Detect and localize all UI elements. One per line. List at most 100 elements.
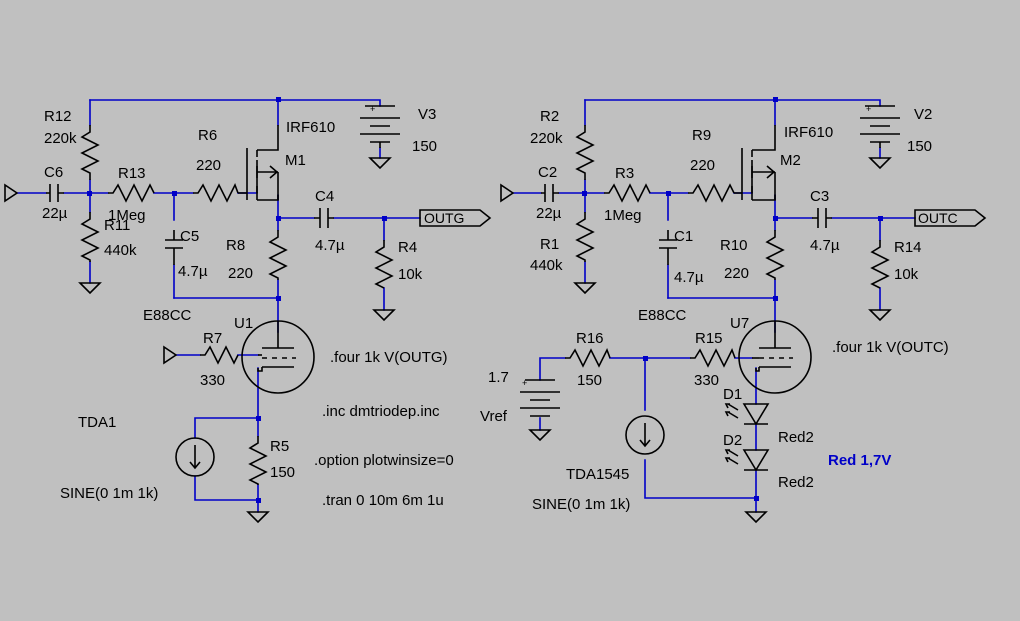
right-circuit: + +	[500, 97, 987, 524]
label-r3: R3	[615, 165, 634, 182]
ground-r14	[868, 309, 892, 322]
label-c3: C3	[810, 188, 829, 205]
led-d1	[724, 403, 770, 426]
label-r9: R9	[692, 127, 711, 144]
resistor-r16	[565, 348, 611, 368]
label-r15-value: 330	[694, 372, 719, 389]
label-m2: M2	[780, 152, 801, 169]
labels-left: R12 220k C6 22µ R11 440k R13 1Meg R6 220…	[42, 106, 464, 509]
label-r8: R8	[226, 237, 245, 254]
svg-text:+: +	[370, 104, 375, 114]
label-r11: R11	[104, 217, 130, 234]
resistor-r13	[108, 183, 155, 203]
ground-r4	[372, 309, 396, 322]
label-u1: U1	[234, 315, 253, 332]
label-r6: R6	[198, 127, 217, 144]
label-c3-value: 4.7µ	[810, 237, 840, 254]
svg-text:+: +	[866, 104, 871, 114]
ground-r11	[78, 282, 102, 295]
label-r7: R7	[203, 330, 222, 347]
resistor-r8	[268, 230, 288, 280]
resistor-r15	[690, 348, 736, 368]
labels-right: R2 220k C2 22µ R1 440k R3 1Meg R9 220 IR…	[480, 106, 958, 513]
label-r16-value: 150	[577, 372, 602, 389]
label-m1-value: IRF610	[286, 119, 335, 136]
current-source-tda1	[175, 437, 215, 477]
left-circuit: +	[4, 97, 492, 524]
label-tube-left: E88CC	[143, 307, 192, 324]
label-r6-value: 220	[196, 157, 221, 174]
label-sine-right: SINE(0 1m 1k)	[532, 496, 630, 513]
label-d1: D1	[723, 386, 742, 403]
triode-u1	[241, 320, 315, 394]
battery-v3: +	[360, 104, 400, 170]
label-m2-value: IRF610	[784, 124, 833, 141]
label-v3-value: 150	[412, 138, 437, 155]
label-r13: R13	[118, 165, 146, 182]
label-c1-value: 4.7µ	[674, 269, 704, 286]
label-c5-value: 4.7µ	[178, 263, 208, 280]
capacitor-c3	[812, 208, 832, 228]
label-v2: V2	[914, 106, 932, 123]
label-c5: C5	[180, 228, 199, 245]
label-tube-right: E88CC	[638, 307, 687, 324]
label-r5: R5	[270, 438, 289, 455]
label-r2-value: 220k	[530, 130, 563, 147]
netlabel-outg: OUTG	[424, 210, 464, 226]
label-tda1545: TDA1545	[566, 466, 629, 483]
input-port-right	[500, 183, 515, 203]
comment-red-voltage: Red 1,7V	[828, 452, 891, 469]
netlabel-outg-port	[419, 209, 492, 227]
capacitor-c2	[541, 184, 559, 202]
label-tda1: TDA1	[78, 414, 116, 431]
label-sine-left: SINE(0 1m 1k)	[60, 485, 158, 502]
resistor-r11	[80, 212, 100, 262]
battery-vref: +	[520, 378, 560, 442]
input-port-left	[4, 183, 19, 203]
led-d2	[724, 449, 770, 472]
current-source-tda1545	[625, 415, 665, 455]
resistor-r3	[604, 183, 651, 203]
resistor-r1	[575, 212, 595, 262]
resistor-r5	[248, 436, 268, 485]
netlabel-outc-port	[914, 209, 987, 227]
resistor-r6	[193, 183, 239, 203]
label-r8-value: 220	[228, 265, 253, 282]
label-v3: V3	[418, 106, 436, 123]
resistor-r12	[80, 125, 100, 180]
resistor-r14	[870, 240, 890, 289]
label-r10: R10	[720, 237, 748, 254]
resistor-r10	[765, 230, 785, 280]
mosfet-m2	[734, 125, 776, 201]
label-r14-value: 10k	[894, 266, 919, 283]
triode-u7	[738, 320, 812, 394]
label-c2-value: 22µ	[536, 205, 562, 222]
label-r1: R1	[540, 236, 559, 253]
capacitor-c5	[165, 230, 183, 265]
ground-r5	[246, 511, 270, 524]
directive-four-left: .four 1k V(OUTG)	[330, 349, 448, 366]
capacitor-c6	[46, 184, 64, 202]
label-r9-value: 220	[690, 157, 715, 174]
label-m1: M1	[285, 152, 306, 169]
capacitor-c1	[659, 230, 677, 265]
directive-four-right: .four 1k V(OUTC)	[832, 339, 949, 356]
label-v2-value: 150	[907, 138, 932, 155]
label-r4: R4	[398, 239, 417, 256]
label-r10-value: 220	[724, 265, 749, 282]
label-r7-value: 330	[200, 372, 225, 389]
battery-v2: +	[860, 104, 900, 170]
label-c6: C6	[44, 164, 63, 181]
svg-text:+: +	[522, 378, 527, 388]
label-r4-value: 10k	[398, 266, 423, 283]
label-r16: R16	[576, 330, 604, 347]
netlabel-outc: OUTC	[918, 210, 958, 226]
ground-d2	[744, 511, 768, 524]
label-d1-value: Red2	[778, 429, 814, 446]
label-d2-value: Red2	[778, 474, 814, 491]
junction-dots	[87, 97, 387, 503]
directive-tran: .tran 0 10m 6m 1u	[322, 492, 444, 509]
label-r14: R14	[894, 239, 922, 256]
